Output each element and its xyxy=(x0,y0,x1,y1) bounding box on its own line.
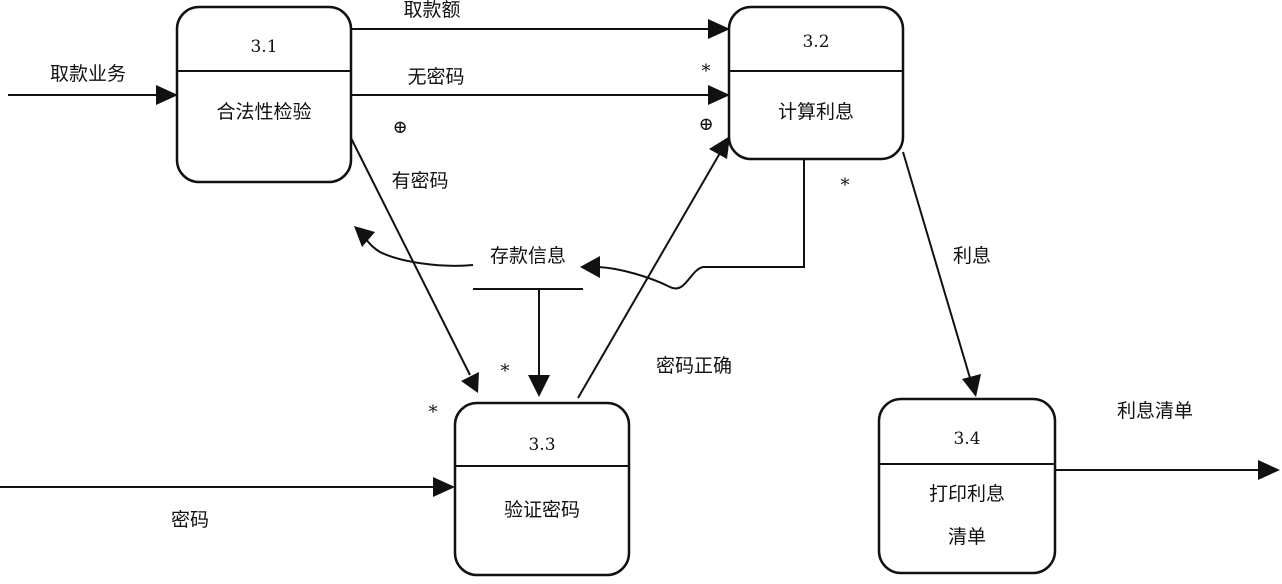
flow-withdraw-business[interactable]: 取款业务 xyxy=(8,63,178,105)
flow-password-correct[interactable]: 密码正确 xyxy=(577,136,732,399)
xor-marker-3-2: ⊕ xyxy=(698,114,713,135)
process-3-3-name: 验证密码 xyxy=(504,499,580,521)
process-3-2-name: 计算利息 xyxy=(778,101,854,123)
star-marker-3-2-bottom: * xyxy=(841,175,850,196)
flow-interest[interactable]: 利息 xyxy=(902,151,991,397)
flow-withdraw-amount[interactable]: 取款额 xyxy=(351,0,730,39)
flow-has-password[interactable]: 有密码 xyxy=(350,137,479,393)
process-3-2[interactable]: 3.2 计算利息 xyxy=(727,5,905,161)
flow-password[interactable]: 密码 xyxy=(0,477,455,531)
flow-interest-list[interactable]: 利息清单 xyxy=(1055,400,1280,480)
star-marker-3-2-top: * xyxy=(702,61,711,82)
process-3-3-id: 3.3 xyxy=(528,435,555,455)
xor-marker-3-1: ⊕ xyxy=(392,117,407,138)
flow-to-store[interactable] xyxy=(580,159,805,290)
process-3-2-id: 3.2 xyxy=(802,32,829,52)
star-marker-store: * xyxy=(501,361,510,382)
data-store[interactable]: 存款信息 xyxy=(473,245,583,290)
process-3-1-id: 3.1 xyxy=(250,37,277,57)
flow-password-correct-label: 密码正确 xyxy=(656,355,732,377)
star-marker-3-3: * xyxy=(429,402,438,423)
flow-withdraw-business-label: 取款业务 xyxy=(50,63,126,85)
process-3-4-name-line1: 打印利息 xyxy=(929,483,1005,505)
process-3-4[interactable]: 3.4 打印利息 清单 xyxy=(877,397,1057,575)
flow-password-label: 密码 xyxy=(171,509,209,531)
flow-store-to-3-3[interactable] xyxy=(528,289,550,397)
flow-interest-label: 利息 xyxy=(953,245,991,267)
process-3-3[interactable]: 3.3 验证密码 xyxy=(453,401,631,577)
flow-no-password-label: 无密码 xyxy=(407,66,464,88)
process-3-4-name-line2: 清单 xyxy=(948,526,986,548)
flow-withdraw-amount-label: 取款额 xyxy=(403,0,460,21)
data-store-name: 存款信息 xyxy=(490,245,566,267)
process-3-1[interactable]: 3.1 合法性检验 xyxy=(175,5,353,184)
flow-store-to-validation[interactable] xyxy=(354,226,474,267)
flow-has-password-label: 有密码 xyxy=(391,170,448,192)
flow-no-password[interactable]: 无密码 xyxy=(351,66,730,105)
flow-interest-list-label: 利息清单 xyxy=(1117,400,1193,422)
process-3-1-name: 合法性检验 xyxy=(216,101,311,123)
process-3-4-id: 3.4 xyxy=(953,429,980,449)
